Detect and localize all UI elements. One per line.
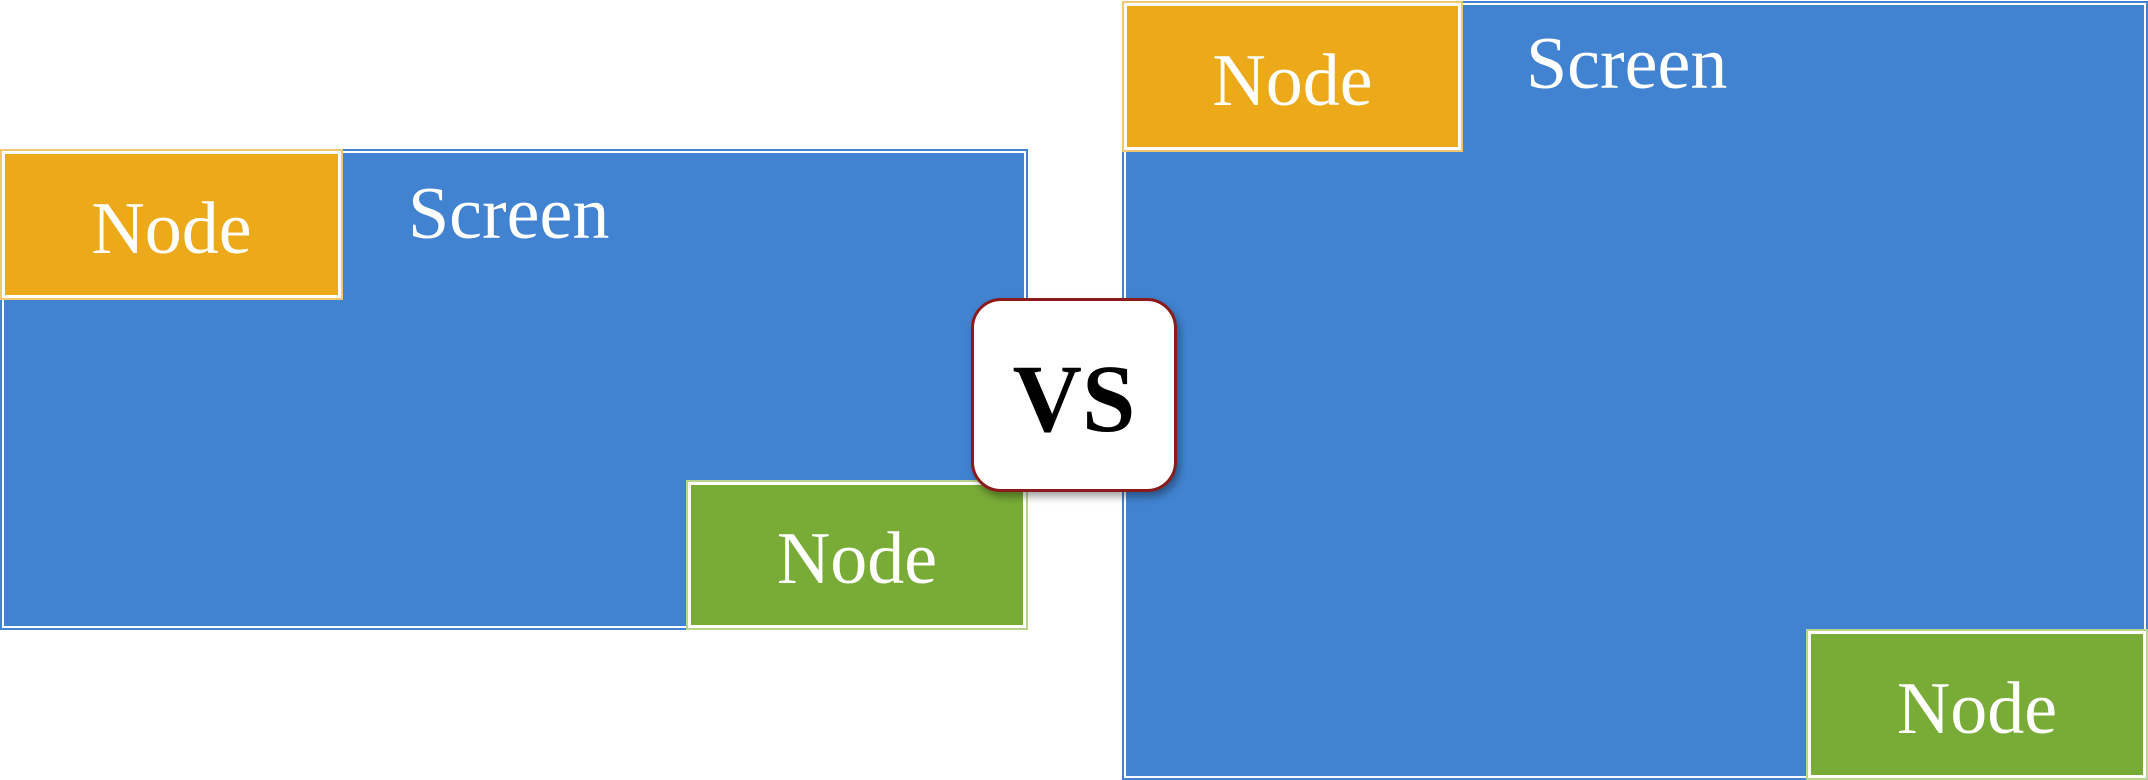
right-screen-label: Screen xyxy=(1526,23,1728,105)
right-top-node: Node xyxy=(1122,1,1463,152)
left-top-node: Node xyxy=(0,149,343,300)
vs-badge: VS xyxy=(971,298,1177,492)
right-bottom-node: Node xyxy=(1806,629,2148,780)
left-screen-label: Screen xyxy=(408,173,610,255)
left-bottom-node: Node xyxy=(686,480,1028,630)
